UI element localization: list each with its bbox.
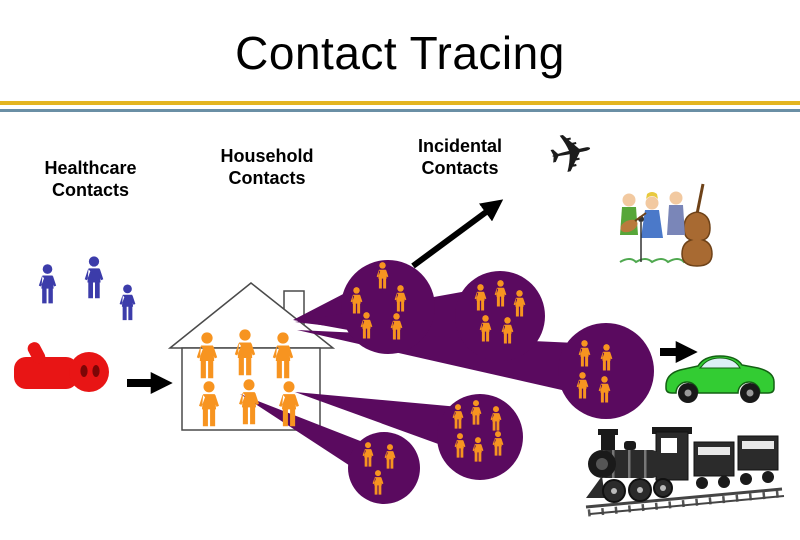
arrow-to-incidental bbox=[411, 199, 504, 269]
household-contacts-label: Household Contacts bbox=[220, 146, 314, 188]
divider-blue-line bbox=[0, 109, 800, 112]
contact-cluster-circle bbox=[437, 394, 523, 480]
healthcare-contacts-label: Healthcare Contacts bbox=[44, 158, 137, 200]
contact-cluster-circle bbox=[348, 432, 420, 504]
index-case-icon bbox=[14, 342, 109, 392]
band-clipart bbox=[619, 183, 713, 267]
healthcare-contacts-group bbox=[38, 256, 136, 321]
divider-gold-line bbox=[0, 101, 800, 105]
person-icon bbox=[119, 284, 136, 321]
person-icon bbox=[84, 256, 104, 299]
contact-cluster-circle bbox=[558, 323, 654, 419]
train-clipart bbox=[585, 427, 785, 517]
page-title: Contact Tracing bbox=[235, 27, 565, 79]
incidental-contacts-label: Incidental Contacts bbox=[417, 136, 502, 178]
person-icon bbox=[38, 264, 57, 304]
airplane-icon: ✈ bbox=[542, 118, 599, 189]
car-clipart bbox=[665, 355, 775, 403]
